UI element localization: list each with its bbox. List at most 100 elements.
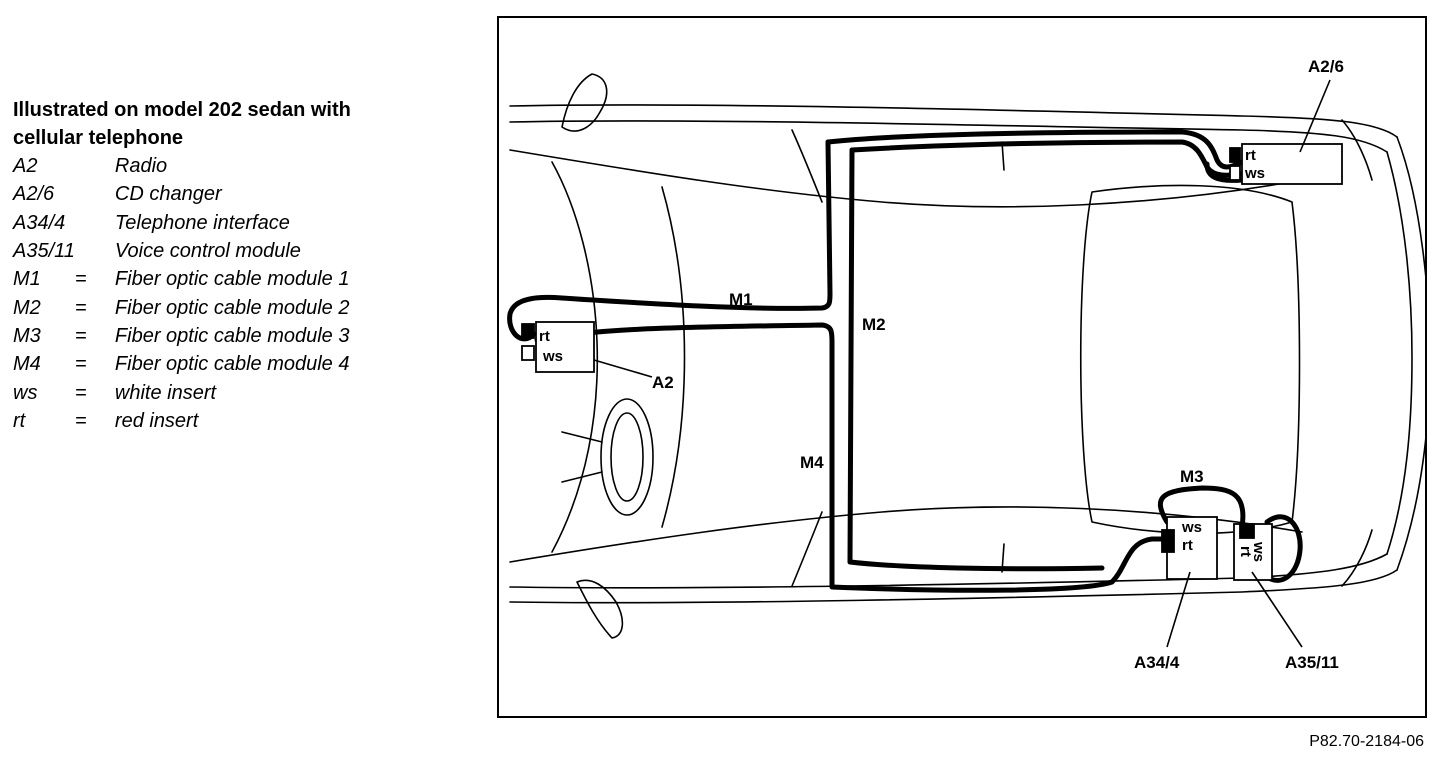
legend-eq: = [74, 324, 87, 347]
radio-box [535, 321, 595, 373]
legend-code: M2 [13, 296, 41, 319]
legend-eq [75, 209, 115, 237]
door-line-top [1001, 141, 1005, 171]
windscreen-inner [661, 186, 686, 528]
telephone-interface-rt-plug [1161, 529, 1175, 553]
diagram-labels: A2/6 M1 M2 A2 M4 M3 A34/4 A35/11 [652, 57, 1344, 672]
legend-code: rt [13, 409, 26, 432]
legend-eq: = [74, 409, 87, 432]
mirror-bottom [576, 579, 624, 639]
legend-heading-line1: Illustrated on model 202 sedan with [13, 99, 351, 121]
insert-labels: rt ws rt ws ws rt rt ws [539, 147, 1267, 562]
legend-desc: Radio [114, 155, 168, 178]
radio-rt-plug [521, 323, 535, 339]
legend-code: A2/6 [13, 183, 55, 206]
body-lower-inner [509, 553, 1388, 589]
radio-ws-label: ws [542, 348, 563, 365]
label-m3: M3 [1180, 467, 1204, 486]
legend-desc: red insert [114, 409, 199, 432]
label-a2: A2 [652, 373, 674, 392]
legend-row: A2/6 CD changer [13, 180, 349, 208]
legend-code: M1 [13, 268, 41, 291]
legend-row: M3=Fiber optic cable module 3 [13, 322, 349, 350]
rear-inner [1386, 151, 1413, 555]
reference-number: P82.70-2184-06 [1309, 733, 1424, 750]
legend: Illustrated on model 202 sedan with cell… [13, 96, 483, 435]
legend-code: A34/4 [13, 211, 66, 234]
a-pillar-top [791, 129, 823, 203]
cable-m2-inner [849, 139, 1245, 178]
cable-m4 [534, 322, 1170, 593]
label-a35-11: A35/11 [1285, 653, 1339, 672]
label-a2-6: A2/6 [1308, 57, 1344, 76]
cable-m3-loop [1264, 514, 1303, 583]
label-a34-4: A34/4 [1134, 653, 1180, 672]
radio-ws-plug [521, 345, 535, 361]
legend-eq: = [74, 296, 87, 319]
label-m2: M2 [862, 315, 886, 334]
body-upper-rail [509, 149, 1303, 208]
legend-row: A2 Radio [13, 152, 349, 180]
legend-code: M3 [13, 324, 41, 347]
steering-wheel [600, 398, 654, 516]
legend-code: ws [13, 381, 38, 404]
c-pillar-bottom [1341, 529, 1373, 587]
legend-desc: white insert [114, 381, 217, 404]
telephone-rt-label: rt [1182, 537, 1193, 554]
cable-m1 [507, 139, 833, 342]
vehicle-diagram: rt ws rt ws ws rt rt ws A2/6 M1 M2 A2 M4… [507, 57, 1425, 672]
legend-desc: Fiber optic cable module 1 [114, 268, 350, 291]
cable-m2 [825, 129, 1245, 170]
leader-a34-4 [1166, 571, 1191, 648]
legend-row: M1 = Fiber optic cable module 1 [13, 265, 349, 293]
cable-m2-down [847, 147, 1105, 572]
leader-a2-6 [1299, 79, 1331, 153]
legend-desc: Telephone interface [114, 211, 290, 234]
radio-rt-label: rt [539, 328, 550, 345]
steering-column [561, 431, 603, 483]
legend-heading-line2: cellular telephone [13, 127, 184, 149]
legend-desc: Fiber optic cable module 4 [114, 353, 350, 376]
legend-table: A2 Radio A2/6 CD changer A34/4 Telephone in… [13, 152, 349, 435]
fiber-optic-cables [507, 129, 1303, 593]
leader-a2 [593, 359, 653, 378]
c-pillar-top [1341, 119, 1373, 181]
vehicle-outline [509, 73, 1425, 639]
leader-a35-11 [1251, 571, 1303, 648]
legend-code: A35/11 [13, 240, 75, 263]
cd-changer-box [1241, 143, 1343, 185]
legend-row: M2 = Fiber optic cable module 2 [13, 293, 349, 321]
voice-control-plug [1239, 523, 1255, 539]
cable-m3 [1157, 485, 1246, 530]
telephone-interface-box [1166, 516, 1218, 580]
label-m1: M1 [729, 290, 753, 309]
voice-control-ws-label: ws [1250, 541, 1267, 562]
label-m4: M4 [800, 453, 824, 472]
legend-eq [75, 152, 115, 180]
leader-lines [593, 79, 1331, 648]
windscreen-upper [551, 161, 599, 553]
a-pillar-bottom [791, 511, 823, 587]
rear-end [1396, 136, 1425, 571]
cd-changer-rt-label: rt [1245, 147, 1256, 164]
legend-row: rt = red insert [13, 407, 349, 435]
steering-wheel-inner [610, 412, 644, 502]
legend-code: M4 [13, 353, 41, 376]
legend-eq [75, 237, 115, 265]
cd-changer-ws-label: ws [1244, 165, 1265, 182]
legend-desc: CD changer [114, 183, 222, 206]
diagram-frame: rt ws rt ws ws rt rt ws A2/6 M1 M2 A2 M4… [497, 16, 1427, 718]
legend-row: M4=Fiber optic cable module 4 [13, 350, 349, 378]
cd-changer-rt-plug [1229, 147, 1241, 163]
legend-eq: = [74, 268, 87, 291]
voice-control-rt-label: rt [1237, 546, 1254, 557]
legend-row: A34/4 Telephone interface [13, 209, 349, 237]
legend-eq: = [74, 381, 87, 404]
legend-code: A2 [13, 155, 38, 178]
telephone-ws-label: ws [1181, 519, 1202, 536]
body-upper-inner [509, 120, 1388, 153]
legend-desc: Fiber optic cable module 2 [114, 296, 350, 319]
body-upper-line [509, 104, 1398, 138]
components [521, 143, 1343, 581]
